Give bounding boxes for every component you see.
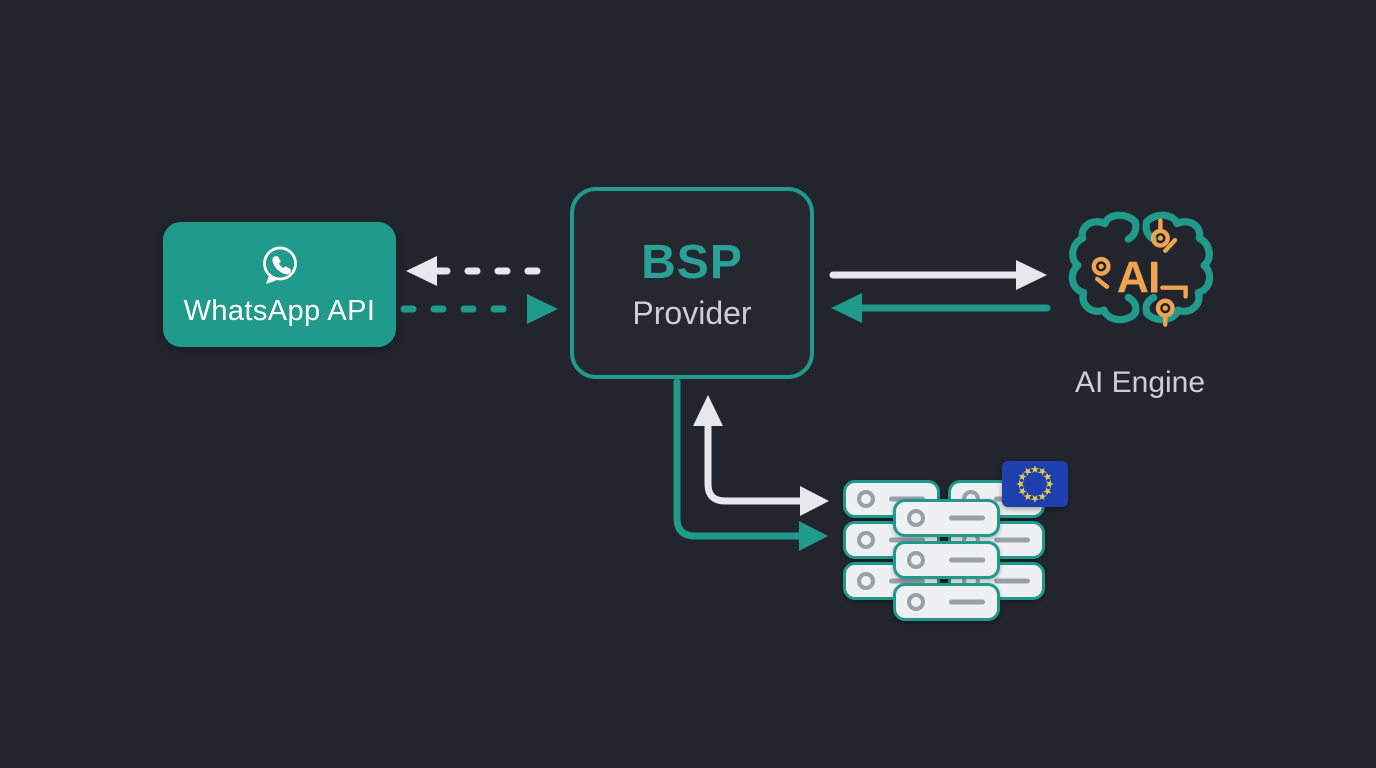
whatsapp-api-node: WhatsApp API [163, 222, 396, 347]
server-indicator-icon [857, 572, 875, 590]
ai-icon-text: AI [1117, 254, 1160, 303]
server-slot-line [889, 578, 925, 584]
arrow-servers-to-bsp [693, 395, 829, 516]
server-indicator-icon [857, 490, 875, 508]
arrow-ai-to-bsp [831, 293, 1051, 323]
whatsapp-bubble-tail [265, 274, 276, 284]
server-indicator-icon [907, 593, 925, 611]
ai-brain-icon: AI [1068, 211, 1213, 327]
whatsapp-icon [262, 246, 297, 284]
brain-circuit-dots [1098, 235, 1168, 311]
bsp-title: BSP [641, 236, 743, 289]
server-unit [893, 583, 1000, 621]
ai-engine-label: AI Engine [1074, 366, 1206, 399]
arrow-bsp-to-ai [829, 260, 1047, 290]
server-slot-line [949, 557, 985, 563]
server-indicator-icon [907, 509, 925, 527]
whatsapp-api-label: WhatsApp API [183, 295, 376, 327]
server-slot-line [994, 578, 1030, 584]
server-slot-line [889, 537, 925, 543]
server-unit [893, 541, 1000, 579]
server-unit [893, 499, 1000, 537]
whatsapp-phone-glyph [271, 256, 291, 275]
arrow-bsp-to-whatsapp [406, 256, 561, 286]
server-slot-line [949, 599, 985, 605]
eu-flag-icon [1002, 461, 1068, 507]
server-slot-line [994, 537, 1030, 543]
server-stack [835, 455, 1085, 635]
brain-outline [1068, 211, 1213, 324]
arrow-bsp-to-servers [673, 378, 828, 551]
arrow-whatsapp-to-bsp [400, 294, 558, 324]
bsp-subtitle: Provider [632, 295, 752, 331]
server-indicator-icon [857, 531, 875, 549]
server-slot-line [949, 515, 985, 521]
eu-flag-stars [1016, 465, 1054, 503]
server-indicator-icon [907, 551, 925, 569]
brain-circuit-nodes [1091, 218, 1188, 327]
bsp-provider-node: BSP Provider [570, 187, 814, 379]
ai-engine-node: AI AI Engine [1038, 210, 1242, 400]
